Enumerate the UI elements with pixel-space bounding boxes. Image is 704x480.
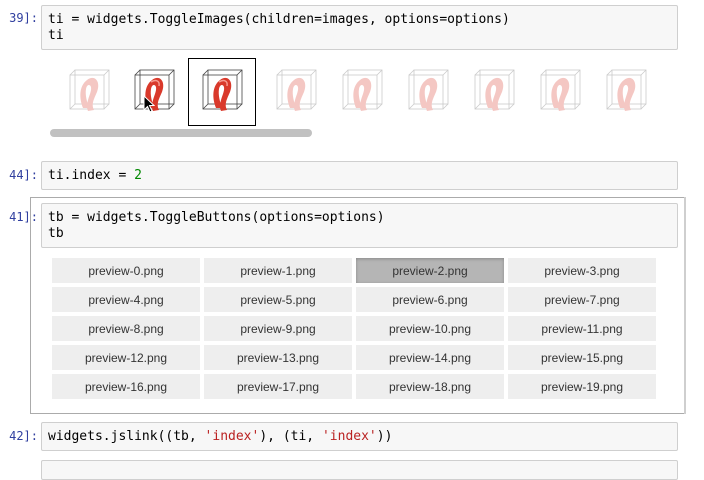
toggle-button-15[interactable]: preview-15.png — [508, 345, 656, 370]
toggle-image-6[interactable] — [460, 58, 528, 126]
code-text: )) — [376, 429, 393, 444]
code-line: tb — [48, 226, 64, 241]
selection-bar — [684, 197, 686, 414]
knot-render-icon — [276, 69, 317, 111]
cell-prompt-44: 44]: — [9, 168, 38, 182]
toggle-image-5[interactable] — [394, 58, 462, 126]
toggle-image-3[interactable] — [262, 58, 330, 126]
code-cell-toggle-images[interactable]: ti = widgets.ToggleImages(children=image… — [41, 5, 678, 50]
code-string: 'index' — [321, 429, 377, 444]
toggle-button-13[interactable]: preview-13.png — [204, 345, 352, 370]
code-text: ), (ti, — [259, 429, 322, 444]
toggle-button-3[interactable]: preview-3.png — [508, 258, 656, 283]
next-code-cell[interactable] — [41, 460, 678, 480]
knot-render-icon — [540, 69, 581, 111]
toggle-image-4[interactable] — [328, 58, 396, 126]
toggle-button-1[interactable]: preview-1.png — [204, 258, 352, 283]
code-cell-toggle-buttons[interactable]: tb = widgets.ToggleButtons(options=optio… — [41, 203, 678, 248]
toggle-button-12[interactable]: preview-12.png — [52, 345, 200, 370]
toggle-button-17[interactable]: preview-17.png — [204, 374, 352, 399]
toggle-button-7[interactable]: preview-7.png — [508, 287, 656, 312]
code-line: tb = widgets.ToggleButtons(options=optio… — [48, 210, 385, 225]
toggle-button-5[interactable]: preview-5.png — [204, 287, 352, 312]
cell-prompt-41: 41]: — [9, 210, 38, 224]
mouse-cursor-icon — [143, 94, 156, 117]
code-cell-jslink[interactable]: widgets.jslink((tb, 'index'), (ti, 'inde… — [41, 422, 678, 451]
code-line: ti = widgets.ToggleImages(children=image… — [48, 12, 510, 27]
knot-render-icon — [202, 69, 243, 111]
toggle-button-4[interactable]: preview-4.png — [52, 287, 200, 312]
code-text: widgets.jslink((tb, — [48, 429, 205, 444]
toggle-button-14[interactable]: preview-14.png — [356, 345, 504, 370]
knot-render-icon — [606, 69, 647, 111]
toggle-button-11[interactable]: preview-11.png — [508, 316, 656, 341]
toggle-button-0[interactable]: preview-0.png — [52, 258, 200, 283]
code-number: 2 — [134, 168, 142, 183]
knot-render-icon — [69, 69, 110, 111]
code-text: ti.index = — [48, 168, 135, 183]
toggle-button-9[interactable]: preview-9.png — [204, 316, 352, 341]
toggle-image-0[interactable] — [55, 58, 123, 126]
toggle-button-16[interactable]: preview-16.png — [52, 374, 200, 399]
toggle-images-widget — [50, 58, 660, 142]
cell-prompt-39: 39]: — [9, 11, 38, 25]
toggle-image-8[interactable] — [592, 58, 660, 126]
toggle-image-7[interactable] — [526, 58, 594, 126]
toggle-button-19[interactable]: preview-19.png — [508, 374, 656, 399]
toggle-button-6[interactable]: preview-6.png — [356, 287, 504, 312]
knot-render-icon — [474, 69, 515, 111]
selected-cell-outline — [30, 197, 686, 414]
horizontal-scrollbar[interactable] — [50, 129, 312, 137]
code-cell-set-index[interactable]: ti.index = 2 — [41, 161, 678, 190]
toggle-button-2[interactable]: preview-2.png — [356, 258, 504, 283]
toggle-button-10[interactable]: preview-10.png — [356, 316, 504, 341]
knot-render-icon — [342, 69, 383, 111]
code-string: 'index' — [204, 429, 260, 444]
cell-prompt-42: 42]: — [9, 429, 38, 443]
toggle-button-18[interactable]: preview-18.png — [356, 374, 504, 399]
code-line: ti — [48, 28, 64, 43]
toggle-image-2[interactable] — [188, 58, 256, 126]
toggle-button-8[interactable]: preview-8.png — [52, 316, 200, 341]
knot-render-icon — [408, 69, 449, 111]
